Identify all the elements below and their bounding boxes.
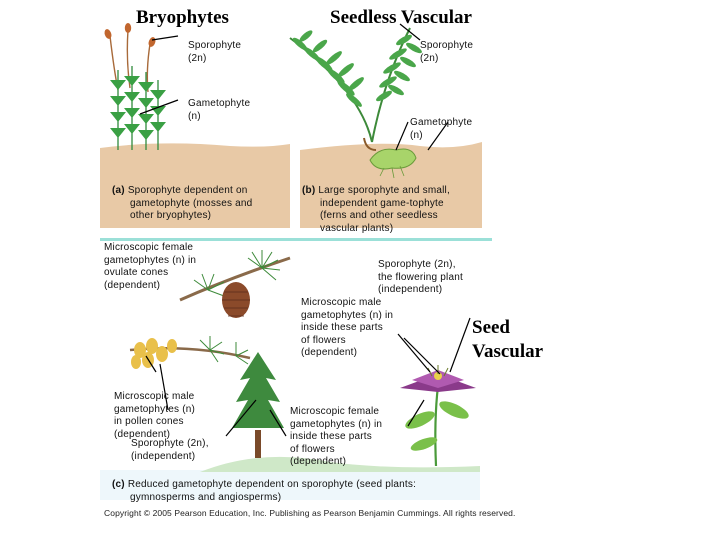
panel-letter-b: (b) bbox=[302, 185, 316, 196]
label-line: Microscopic male bbox=[301, 297, 382, 308]
caption-first-line: Large sporophyte and small, bbox=[318, 185, 450, 196]
caption-line: (ferns and other seedless bbox=[320, 210, 438, 221]
label-female-gametophytes-flowers: Microscopic female gametophytes (n) in i… bbox=[290, 406, 382, 469]
caption-line: gametophyte (mosses and bbox=[130, 197, 253, 209]
caption-panel-a: (a) Sporophyte dependent on gametophyte … bbox=[112, 185, 252, 223]
label-line: Gametophyte bbox=[188, 98, 251, 109]
label-line: Microscopic female bbox=[290, 406, 380, 417]
copyright-notice: Copyright © 2005 Pearson Education, Inc.… bbox=[104, 508, 516, 518]
label-fern-sporophyte: Sporophyte (2n) bbox=[420, 40, 473, 65]
label-line: (dependent) bbox=[290, 456, 347, 467]
caption-line: (a) Sporophyte dependent on bbox=[112, 185, 252, 198]
label-line: ovulate cones bbox=[104, 267, 169, 278]
label-line: gametophytes (n) bbox=[114, 403, 196, 415]
caption-line: independent game-tophyte bbox=[320, 197, 444, 209]
header-seed-line: Seed bbox=[472, 317, 510, 338]
label-line: (dependent) bbox=[114, 428, 171, 440]
label-line: (2n) bbox=[420, 52, 439, 64]
label-female-gametophytes-ovulate-cones: Microscopic female gametophytes (n) in o… bbox=[104, 242, 196, 292]
label-male-gametophytes-flowers: Microscopic male gametophytes (n) in ins… bbox=[301, 297, 393, 360]
label-line: Sporophyte bbox=[188, 40, 242, 51]
label-line: gametophytes (n) in bbox=[301, 309, 394, 321]
caption-line: vascular plants) bbox=[320, 222, 394, 234]
header-seedless-vascular: Seedless Vascular bbox=[330, 7, 472, 28]
panel-letter-a: (a) bbox=[112, 185, 125, 196]
pine-branch-pollen bbox=[129, 336, 251, 369]
header-vascular-line: Vascular bbox=[472, 341, 544, 362]
label-moss-sporophyte: Sporophyte (2n) bbox=[188, 40, 241, 65]
label-line: inside these parts bbox=[301, 322, 383, 333]
label-line: Sporophyte bbox=[420, 40, 474, 51]
fern-plant bbox=[289, 27, 422, 151]
panel-c-background bbox=[100, 470, 480, 500]
label-line: Microscopic female bbox=[104, 242, 194, 253]
label-line: the flowering plant bbox=[378, 271, 463, 283]
caption-first-line: Reduced gametophyte dependent on sporoph… bbox=[127, 479, 417, 490]
label-line: (dependent) bbox=[301, 347, 358, 358]
label-line: gametophytes (n) in bbox=[290, 418, 383, 430]
header-seed-vascular: Seed Vascular bbox=[472, 316, 543, 364]
caption-line: (b) Large sporophyte and small, bbox=[302, 185, 450, 198]
soil-panel-b bbox=[300, 142, 482, 228]
divider-line bbox=[100, 238, 492, 241]
grass-hill bbox=[200, 456, 480, 472]
label-line: (n) bbox=[410, 129, 423, 141]
caption-line: other bryophytes) bbox=[130, 210, 212, 221]
label-line: of flowers bbox=[301, 334, 346, 346]
label-line: gametophytes (n) in bbox=[104, 254, 197, 266]
label-line: Sporophyte (2n), bbox=[378, 259, 456, 270]
label-line: of flowers bbox=[290, 443, 335, 455]
label-moss-gametophyte: Gametophyte (n) bbox=[188, 98, 250, 123]
label-line: (independent) bbox=[378, 284, 443, 295]
header-bryophytes: Bryophytes bbox=[136, 7, 229, 28]
label-fern-gametophyte: Gametophyte (n) bbox=[410, 117, 472, 142]
label-line: Microscopic male bbox=[114, 391, 195, 402]
label-line: Gametophyte bbox=[410, 117, 473, 128]
label-flowering-sporophyte: Sporophyte (2n), the flowering plant (in… bbox=[378, 259, 463, 297]
pine-tree bbox=[232, 352, 284, 458]
leader-lines bbox=[139, 23, 471, 437]
label-line: (independent) bbox=[131, 450, 196, 462]
label-line: (2n) bbox=[188, 52, 207, 64]
moss-plant bbox=[104, 23, 166, 150]
caption-line: (c) Reduced gametophyte dependent on spo… bbox=[112, 479, 416, 492]
label-line: in pollen cones bbox=[114, 416, 184, 427]
label-line: (dependent) bbox=[104, 279, 161, 291]
caption-line: gymnosperms and angiosperms) bbox=[130, 491, 282, 503]
caption-panel-c: (c) Reduced gametophyte dependent on spo… bbox=[112, 479, 416, 504]
fern-gametophyte bbox=[369, 148, 417, 179]
panel-letter-c: (c) bbox=[112, 479, 125, 490]
caption-panel-b: (b) Large sporophyte and small, independ… bbox=[302, 185, 450, 235]
flowering-plant bbox=[400, 365, 476, 467]
pine-branch-top bbox=[179, 250, 291, 318]
label-line: inside these parts bbox=[290, 431, 372, 442]
label-male-gametophytes-pollen-cones: Microscopic male gametophytes (n) in pol… bbox=[114, 391, 195, 441]
label-line: (n) bbox=[188, 110, 201, 122]
label-conifer-sporophyte: Sporophyte (2n), (independent) bbox=[131, 438, 209, 463]
label-line: Sporophyte (2n), bbox=[131, 438, 209, 449]
soil-panel-a bbox=[100, 143, 290, 228]
caption-first-line: Sporophyte dependent on bbox=[127, 185, 248, 196]
